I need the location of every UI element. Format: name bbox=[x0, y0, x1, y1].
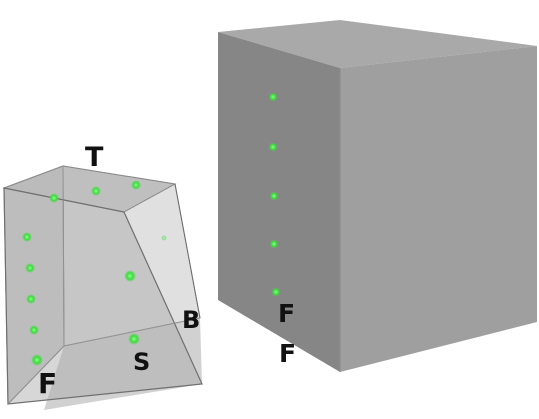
marker-dot bbox=[91, 186, 101, 196]
solid-box-right-face bbox=[340, 46, 537, 372]
label-front-face-lower: F bbox=[279, 339, 297, 368]
marker-dot bbox=[269, 239, 279, 249]
label-side-face: S bbox=[133, 348, 151, 376]
solid-box bbox=[218, 20, 537, 372]
marker-dot bbox=[268, 92, 278, 102]
marker-dot bbox=[124, 270, 136, 282]
marker-dot bbox=[269, 191, 279, 201]
solid-box-top-face bbox=[218, 20, 537, 68]
marker-dot bbox=[22, 232, 32, 242]
marker-dot bbox=[29, 325, 39, 335]
solid-box-front-face bbox=[218, 32, 340, 372]
label-top-face: T bbox=[85, 142, 104, 173]
transparent-box-front-face bbox=[3, 187, 203, 405]
green-markers bbox=[22, 92, 281, 366]
marker-dot bbox=[268, 142, 278, 152]
transparent-box bbox=[2, 165, 203, 410]
label-back-face: B bbox=[182, 306, 201, 334]
marker-dot bbox=[26, 294, 36, 304]
label-front-face-left-box: F bbox=[38, 367, 58, 400]
marker-dot bbox=[271, 287, 281, 297]
marker-dot bbox=[128, 333, 140, 345]
marker-dot bbox=[49, 193, 59, 203]
marker-dot bbox=[131, 180, 141, 190]
marker-dot bbox=[161, 235, 167, 241]
transparent-box-bottom-face bbox=[44, 318, 202, 410]
marker-dot bbox=[25, 263, 35, 273]
marker-dot bbox=[31, 354, 43, 366]
label-front-face-upper: F bbox=[278, 299, 296, 328]
